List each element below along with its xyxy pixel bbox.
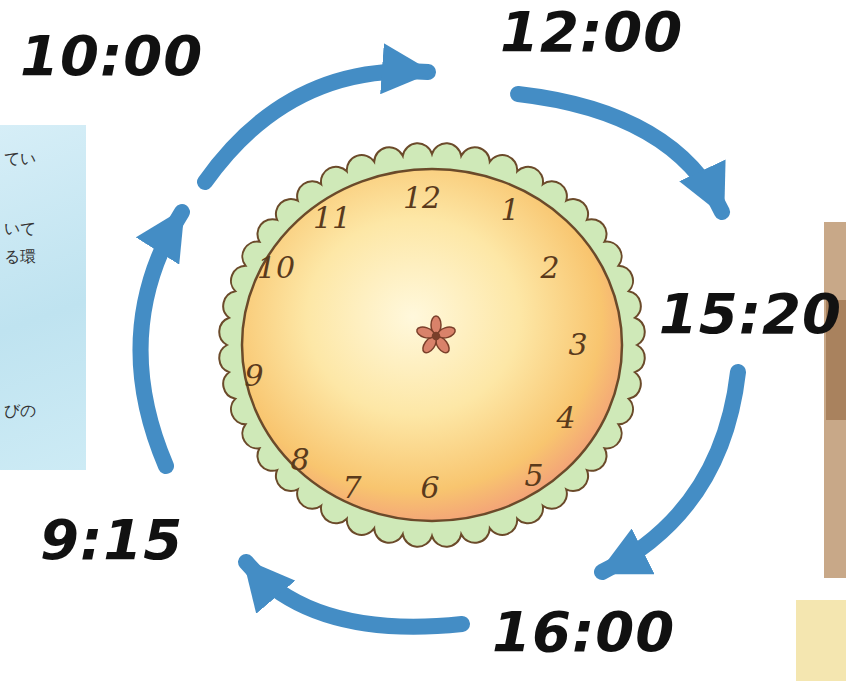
clock-scallop [219,143,644,546]
clock-number: 11 [313,203,351,233]
clock-number: 12 [403,183,441,213]
photo-fragment [824,222,846,578]
clock-flower [415,316,456,355]
time-label: 9:15 [40,512,183,568]
clock-number: 10 [257,253,295,283]
cycle-arrow [246,562,462,627]
cycle-arrow [518,94,722,212]
text-panel: ていいて る環びの [0,125,86,470]
clock-number: 5 [524,461,543,491]
clock-number: 2 [540,253,559,283]
clock-number: 9 [244,361,263,391]
cycle-arrow [141,212,182,466]
cycle-arrow [602,372,738,572]
clock-number: 4 [556,403,575,433]
clock-number: 8 [290,445,309,475]
panel-text: びの [4,397,40,425]
time-label: 16:00 [492,604,675,660]
clock-number: 7 [342,473,361,503]
panel-text: いて る環 [4,215,40,271]
time-label: 12:00 [500,4,683,60]
cycle-arrows [141,71,738,626]
cycle-arrow [205,71,428,182]
time-label: 15:20 [659,286,842,342]
panel-text: てい [4,145,40,173]
clock-number: 3 [568,330,587,360]
clock-illustration [219,143,644,546]
clock-number: 6 [420,473,439,503]
clock-number: 1 [500,195,519,225]
clock-face [242,169,622,521]
time-label: 10:00 [20,28,203,84]
note-fragment [796,600,846,681]
